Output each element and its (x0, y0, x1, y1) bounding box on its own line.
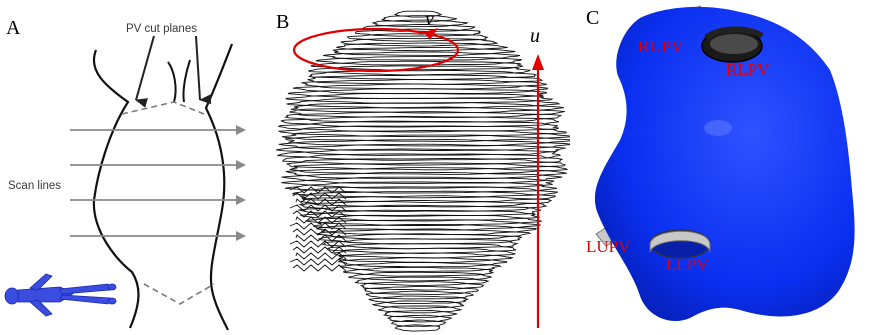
panel-b-letter: B (276, 11, 289, 33)
contour-scan-line (348, 34, 488, 42)
pv-cut-plane-bottom (144, 284, 214, 304)
cut-plane-arrow-left (136, 36, 154, 100)
vein-ring-rlpv (702, 29, 762, 62)
pv-cut-planes-label: PV cut planes (126, 23, 197, 35)
contour-jagged-segment (293, 229, 346, 235)
body-model-figure (5, 274, 116, 316)
panel-a-letter: A (6, 17, 21, 39)
panel-c-letter: C (586, 7, 599, 29)
u-axis-label: u (530, 25, 540, 47)
contour-scan-line (348, 272, 491, 281)
scan-lines-label: Scan lines (8, 180, 61, 192)
contour-scan-line (323, 52, 520, 60)
label-llpv: LLPV (666, 255, 709, 274)
contour-scan-line (341, 39, 498, 47)
contour-scan-line (336, 43, 507, 51)
contour-scan-line (316, 57, 521, 65)
label-lupv: LUPV (586, 237, 631, 256)
pv-cut-plane-top (122, 102, 204, 114)
contour-jagged-segment (293, 265, 346, 271)
v-axis-label: v (425, 8, 434, 30)
panel-a: A PV cut planes Scan lines (5, 17, 244, 330)
neck-center-left (168, 62, 176, 102)
label-rlpv: RLPV (726, 60, 770, 79)
panel-c: C RUPV RLPV LUPV LLPV (586, 6, 855, 321)
neck-center-right (183, 60, 190, 102)
contour-jagged-segment (296, 253, 346, 259)
panel-b: B v u (276, 8, 574, 331)
u-axis-arrowhead (532, 54, 544, 70)
contour-scan-line (355, 277, 488, 286)
cut-plane-arrow-right (196, 36, 200, 100)
contour-scan-line (392, 320, 446, 326)
contour-stack (276, 11, 574, 331)
surface-highlight (704, 120, 732, 136)
contour-scan-line (306, 215, 542, 226)
label-rupv: RUPV (638, 37, 684, 56)
contour-scan-line (290, 107, 565, 118)
vein-ring-llpv (650, 230, 710, 258)
